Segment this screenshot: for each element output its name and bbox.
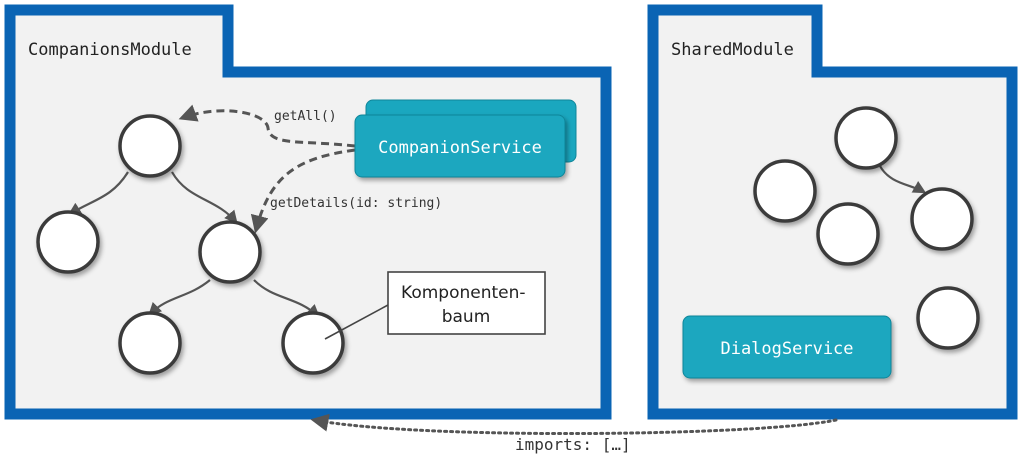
shared-node-top (834, 106, 898, 170)
callout-text: Komponenten- baum (401, 283, 531, 327)
component-tree (36, 114, 345, 375)
callout-line-1: Komponenten- (401, 283, 526, 303)
companion-service[interactable]: CompanionService (354, 99, 577, 178)
shared-node-bottom (916, 286, 980, 350)
get-all-arrow (178, 104, 356, 148)
dialog-service-label: DialogService (720, 339, 853, 359)
tree-node-bottom-left (118, 311, 182, 375)
callout-line-2: baum (442, 307, 491, 327)
shared-node-left (753, 159, 817, 223)
tree-node-root (118, 114, 182, 178)
tree-edge-middle-left (148, 279, 211, 316)
tree-edge-middle-right (253, 279, 320, 318)
companion-service-label: CompanionService (378, 138, 542, 158)
get-all-label: getAll() (274, 109, 337, 124)
tree-node-middle (198, 220, 262, 284)
tree-node-left (36, 210, 100, 274)
get-details-label: getDetails(id: string) (270, 196, 442, 211)
dialog-service-card (682, 315, 892, 379)
shared-components (753, 106, 980, 350)
imports-arrow (310, 413, 838, 436)
get-details-arrow (250, 148, 356, 234)
tree-edge-root-middle (171, 171, 238, 225)
companions-module-title: CompanionsModule (28, 40, 192, 60)
component-tree-edges (67, 171, 320, 318)
callout-box (387, 271, 546, 335)
shared-module-title: SharedModule (671, 40, 794, 60)
shared-node-right (910, 187, 974, 251)
tree-node-bottom-right (281, 311, 345, 375)
imports-label: imports: […] (515, 435, 631, 454)
tree-edge-root-left (67, 171, 129, 216)
service-call-arrows (178, 104, 356, 234)
shared-node-edge (879, 165, 927, 194)
companion-service-front-card (354, 114, 566, 178)
shared-node-center (816, 202, 880, 266)
dialog-service[interactable]: DialogService (682, 315, 892, 379)
callout-line (324, 304, 389, 340)
